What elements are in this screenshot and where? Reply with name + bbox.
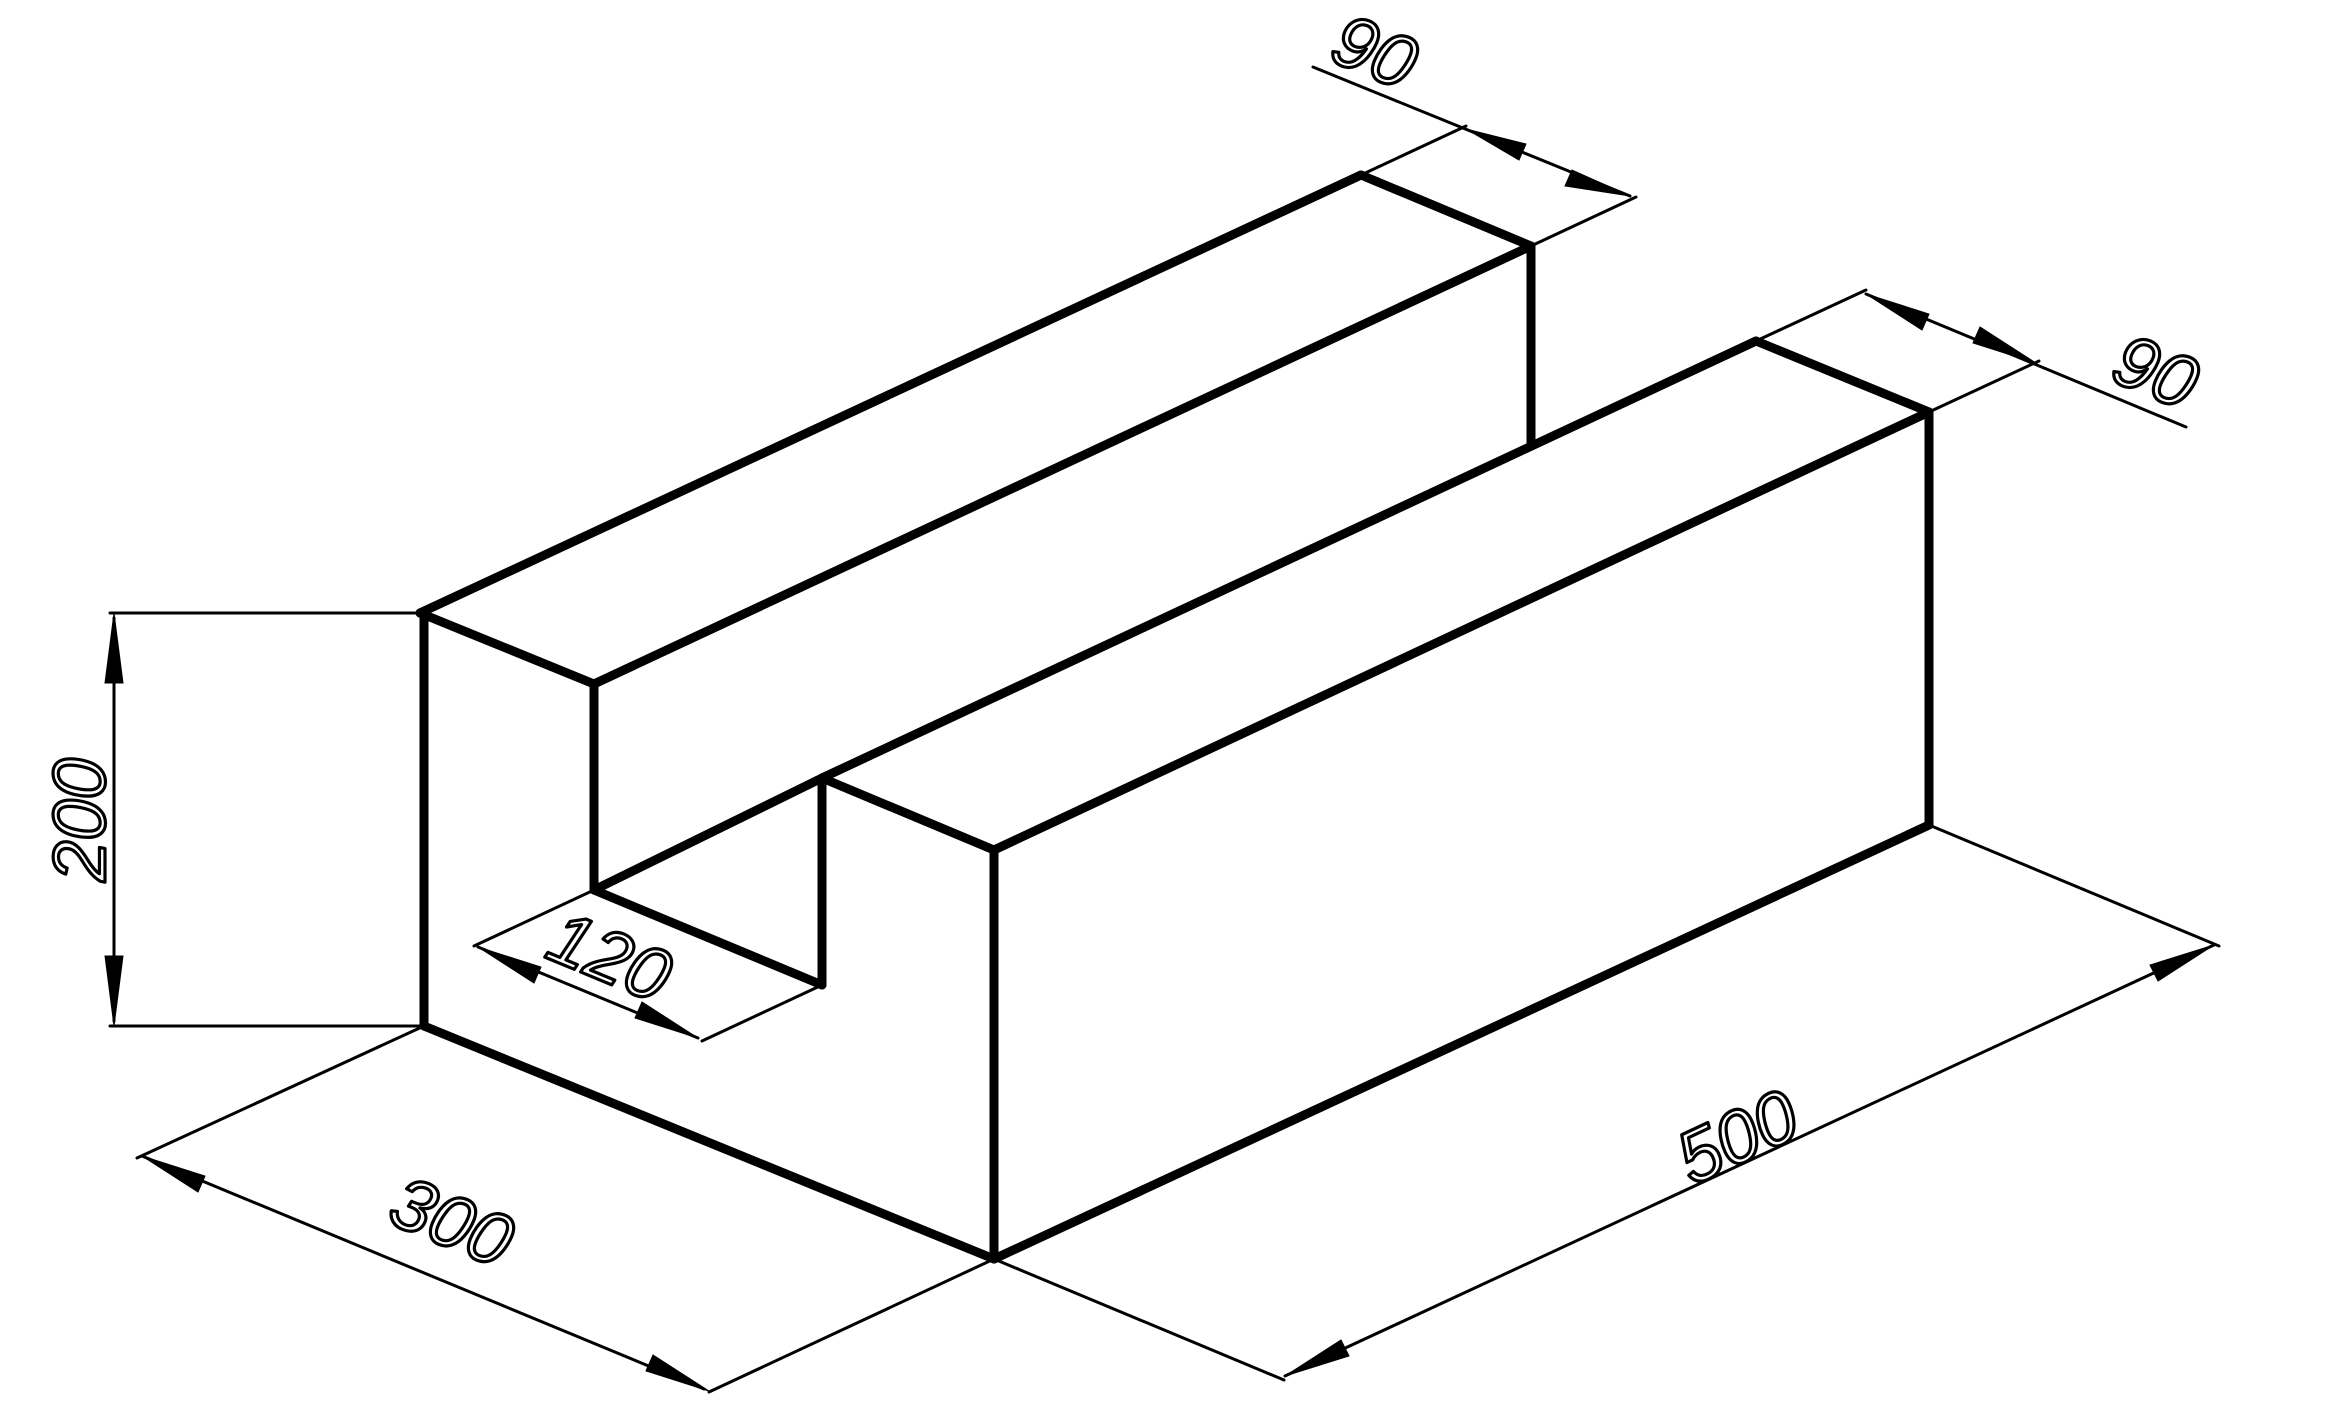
arrowhead	[645, 1354, 710, 1392]
base-front-edge	[989, 820, 1934, 1264]
slot-floor-long-edge	[589, 773, 827, 895]
arrowhead	[104, 955, 124, 1027]
extension-line	[992, 1257, 1286, 1382]
front-wall-top-outer-edge	[989, 407, 1934, 855]
dimension-line	[140, 1154, 706, 1391]
extension-line	[1927, 823, 2221, 948]
object-outline	[415, 170, 1934, 1264]
extension-line	[707, 1257, 996, 1394]
arrowhead	[634, 1001, 699, 1039]
back-wall-top-end-edge	[1356, 170, 1536, 251]
arrowhead	[1284, 1339, 1350, 1377]
extension-line	[1927, 359, 2041, 414]
arrowhead	[1972, 326, 2037, 364]
length-dimension: 500	[992, 823, 2221, 1382]
extension-line	[1754, 288, 1868, 343]
extension-line	[1359, 124, 1468, 177]
front-wall-top-inner-edge	[817, 336, 1761, 783]
extension-line	[135, 1024, 426, 1160]
front-wall-thickness-dimension-label: 90	[2102, 317, 2210, 425]
base-left-edge	[419, 1021, 999, 1264]
arrowhead	[1865, 293, 1930, 331]
arrowhead	[104, 612, 124, 684]
arrowhead	[1465, 128, 1527, 161]
back-wall-thickness-dimension: 90	[1311, 0, 1638, 248]
extension-line	[1529, 195, 1638, 248]
extension-line	[700, 983, 824, 1043]
height-dimension: 200	[36, 611, 422, 1028]
back-wall-thickness-dimension-label: 90	[1321, 0, 1429, 106]
extension-line	[472, 888, 596, 948]
length-dimension-label: 500	[1664, 1073, 1811, 1200]
dimension-line	[1283, 943, 2216, 1378]
arrowhead	[2149, 944, 2215, 982]
back-wall-front-top-edge	[415, 608, 599, 689]
arrowhead	[1564, 169, 1631, 197]
front-wall-top-front-edge	[817, 773, 999, 855]
slot-floor-front-edge	[589, 885, 827, 990]
arrowhead	[141, 1155, 206, 1193]
front-wall-thickness-dimension: 90	[1754, 288, 2211, 429]
height-dimension-label: 200	[38, 758, 121, 882]
front-wall-top-end-edge	[1751, 336, 1934, 417]
back-wall-top-left-edge	[415, 170, 1366, 618]
arrowhead	[477, 946, 542, 984]
back-wall-top-right-edge	[589, 241, 1536, 689]
